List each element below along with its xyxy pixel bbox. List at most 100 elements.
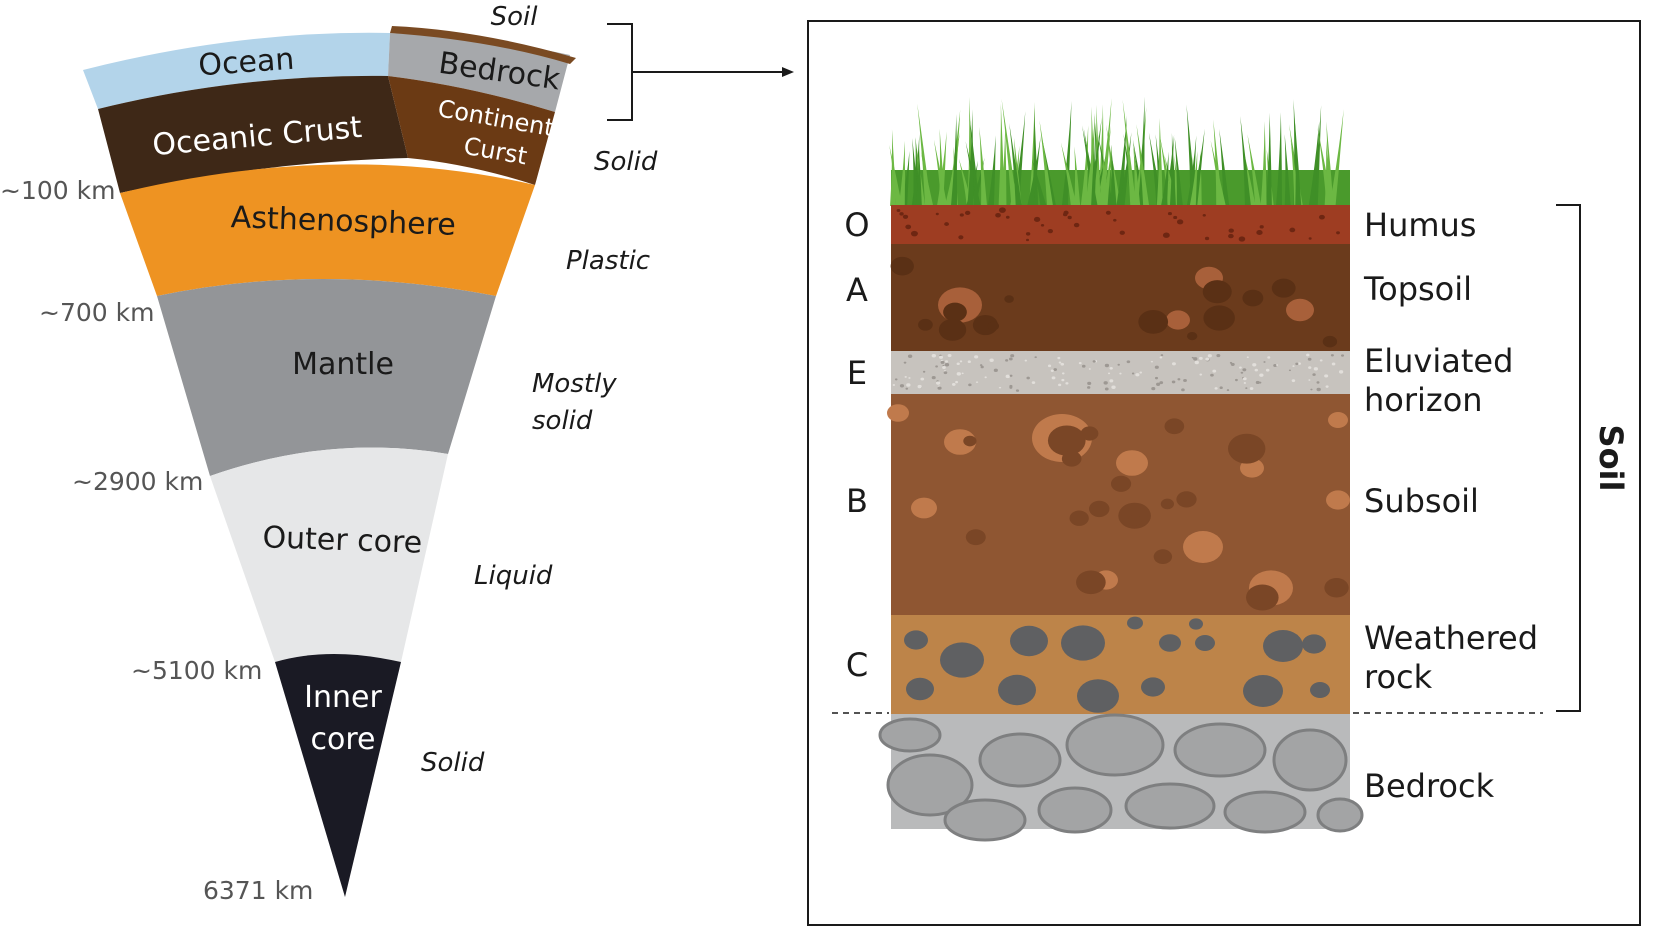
eluviated-grain <box>1150 360 1153 363</box>
humus-speck <box>1033 216 1041 222</box>
grass-blade <box>1329 109 1344 206</box>
eluviated-grain <box>1009 374 1013 377</box>
subsoil-clump <box>1069 510 1089 526</box>
subsoil-stone <box>1116 450 1148 476</box>
humus-speck <box>1256 229 1263 236</box>
humus-speck <box>1062 212 1068 217</box>
weathered-rock-stone <box>1141 677 1165 697</box>
topsoil-clump <box>1203 305 1235 331</box>
topsoil-clump <box>918 318 933 331</box>
humus-speck <box>1067 215 1072 220</box>
humus-speck <box>958 235 964 240</box>
eluviated-grain <box>1331 362 1336 366</box>
eluviated-grain <box>1005 374 1010 379</box>
depth-100: ~100 km <box>0 176 115 205</box>
eluviated-grain <box>1276 364 1279 366</box>
humus-speck <box>959 213 964 217</box>
grass-blade <box>1189 150 1198 206</box>
bedrock-name: Bedrock <box>1364 767 1495 805</box>
eluviated-grain <box>1199 356 1203 360</box>
subsoil-stone <box>911 497 937 519</box>
weathered-rock-stone <box>1061 625 1105 661</box>
eluviated-grain <box>974 355 979 359</box>
eluviated-grain <box>1107 372 1111 375</box>
horizon-letter-c: C <box>846 646 868 684</box>
humus-speck <box>944 222 949 226</box>
grass-blade <box>915 144 922 206</box>
humus-speck <box>1308 237 1312 240</box>
grass-blade <box>950 113 958 206</box>
label-inner-core-line2: core <box>311 722 376 757</box>
soil-panel-frame <box>807 20 1641 926</box>
humus-speck <box>1040 223 1045 227</box>
eluviated-grain <box>1226 389 1230 392</box>
grass-blade <box>1039 120 1054 206</box>
state-mantle-line1: Mostly <box>532 369 617 399</box>
eluviated-grain <box>1026 376 1030 380</box>
grass-blade <box>1085 115 1096 206</box>
subsoil-stone <box>887 404 909 422</box>
state-asthenosphere: Plastic <box>566 246 650 276</box>
grass-blade <box>920 151 934 206</box>
eluviated-grain <box>1131 372 1135 375</box>
eluviated-grain <box>1031 381 1036 384</box>
grass-blade <box>1311 105 1322 206</box>
eluviated-grain <box>1312 373 1316 376</box>
eluviated-grain <box>975 381 979 383</box>
label-outer-core: Outer core <box>262 520 423 561</box>
bedrock-cobble <box>1316 797 1364 833</box>
humus-speck <box>1238 236 1246 242</box>
eluviated-grain <box>1135 373 1140 377</box>
eluviated-grain <box>1159 356 1163 359</box>
eluviated-grain <box>1242 377 1247 381</box>
humus-speck <box>902 214 909 219</box>
humus-speck <box>1228 233 1234 239</box>
eluviated-grain <box>905 387 909 390</box>
eluviated-grain <box>908 377 911 379</box>
eluviated-grain <box>980 365 984 369</box>
humus-speck <box>1113 218 1117 222</box>
humus-speck <box>1173 215 1178 220</box>
eluviated-grain <box>939 355 944 359</box>
eluviated-grain <box>1034 356 1037 359</box>
humus-speck <box>905 224 912 230</box>
humus-speck <box>1204 236 1210 241</box>
label-soil-top: Soil <box>491 2 539 32</box>
eluviated-grain <box>1259 373 1264 377</box>
humus-speck <box>1336 231 1340 235</box>
subsoil-stone <box>1328 412 1348 428</box>
eluviated-grain <box>967 360 971 363</box>
topsoil-clump <box>1242 289 1264 307</box>
eluviated-grain <box>1087 381 1092 386</box>
label-inner-core-line1: Inner <box>304 680 382 715</box>
eluviated-grain <box>1240 371 1244 374</box>
state-inner-core: Solid <box>421 748 485 778</box>
label-asthenosphere: Asthenosphere <box>230 200 456 243</box>
humus-speck <box>1047 229 1053 234</box>
eluviated-grain <box>1103 381 1108 385</box>
eluviated-grain <box>1212 369 1217 373</box>
weathered-rock-stone <box>1310 682 1330 698</box>
topsoil-pebble <box>1166 310 1190 330</box>
grass-blade <box>1042 138 1057 206</box>
humus-speck <box>1005 215 1010 219</box>
subsoil-clump <box>963 435 977 447</box>
humus-speck <box>1202 213 1206 217</box>
grass-blade <box>1000 127 1007 206</box>
weathered-rock-stone <box>940 642 984 678</box>
soil-profile-column <box>878 96 1364 842</box>
weathered-rock-stone <box>1159 634 1181 652</box>
eluviated-grain <box>1104 363 1110 368</box>
topsoil-clump <box>1322 335 1338 348</box>
horizon-letter-o: O <box>844 206 869 244</box>
bedrock-cobble <box>1223 790 1307 834</box>
eluviated-grain <box>1246 356 1249 359</box>
eluviated-grain <box>907 354 913 359</box>
layer-asthenosphere <box>120 164 535 296</box>
soil-horizons-bracket <box>1556 204 1581 712</box>
eluviated-grain <box>998 386 1002 389</box>
eluviated-grain <box>1005 359 1009 362</box>
eluviated-grain <box>956 362 960 366</box>
eluviated-grain <box>959 360 963 363</box>
